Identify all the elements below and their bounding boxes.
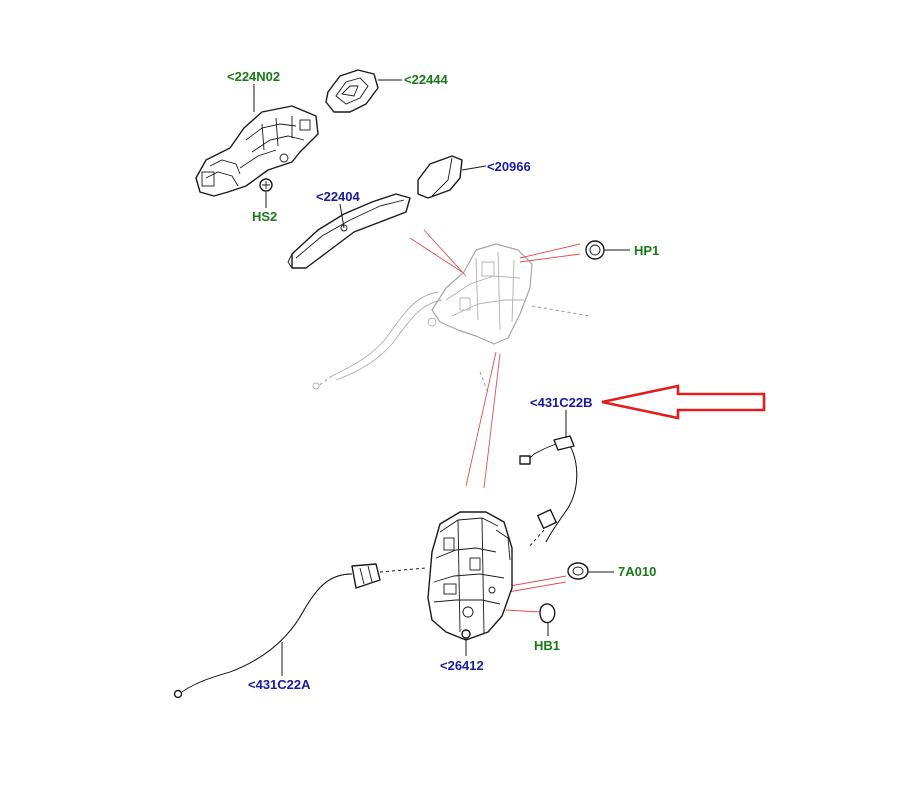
label-22444: <22444 xyxy=(404,72,449,87)
screw-hs2-part xyxy=(259,178,273,192)
label-431c22b: <431C22B xyxy=(530,395,593,410)
reference-lines xyxy=(409,229,581,613)
label-22404: <22404 xyxy=(316,189,361,204)
grommet-hb1-part xyxy=(539,603,556,624)
label-hb1: HB1 xyxy=(534,638,560,653)
leader-lines xyxy=(253,79,630,676)
gasket-22444-part xyxy=(325,69,379,113)
plug-hp1-part xyxy=(585,240,605,260)
outer-handle-22404-part xyxy=(287,193,411,269)
handle-bracket-part xyxy=(195,105,319,197)
highlight-arrow xyxy=(601,384,766,420)
label-431c22a: <431C22A xyxy=(248,677,311,692)
label-20966: <20966 xyxy=(487,159,531,174)
label-hp1: HP1 xyxy=(634,243,659,258)
label-hs2: HS2 xyxy=(252,209,277,224)
cable-431c22b-part xyxy=(519,435,578,549)
door-latch-26412-part xyxy=(427,511,513,641)
bumper-7a010-part xyxy=(567,562,589,580)
label-7a010: 7A010 xyxy=(618,564,656,579)
label-224n02: <224N02 xyxy=(227,69,280,84)
cable-431c22a-part xyxy=(173,563,427,699)
end-cap-20966-part xyxy=(417,155,463,199)
handle-housing-faint-part xyxy=(312,243,591,393)
label-26412: <26412 xyxy=(440,658,484,673)
